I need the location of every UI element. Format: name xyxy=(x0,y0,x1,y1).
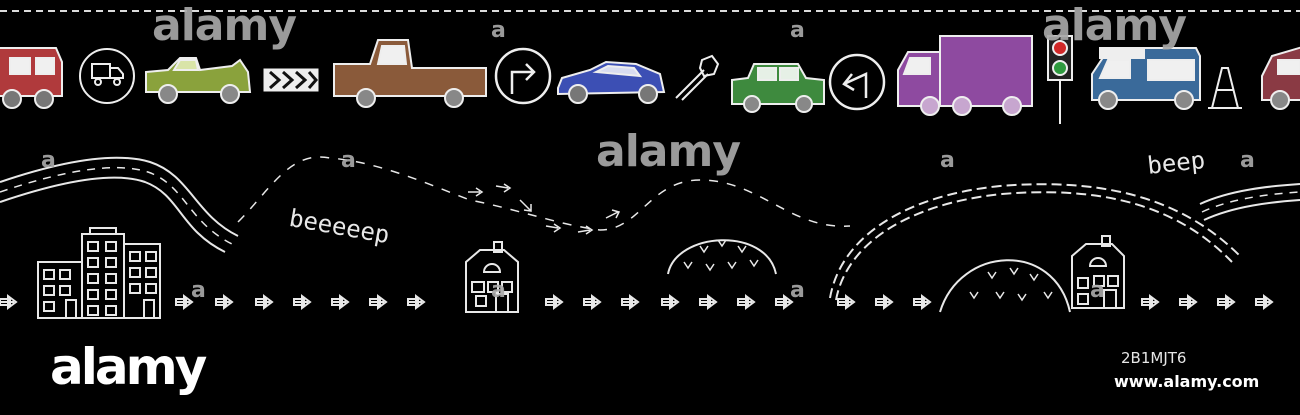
watermark-small: a xyxy=(341,148,356,173)
arrow-icon xyxy=(837,298,849,306)
watermark-small: a xyxy=(491,18,506,43)
watermark-small: a xyxy=(790,278,805,303)
arrow-icon xyxy=(1179,298,1191,306)
watermark-small: a xyxy=(1240,148,1255,173)
watermark: alamy xyxy=(1042,0,1187,51)
watermark-small: a xyxy=(41,148,56,173)
apartment-building-icon xyxy=(37,227,161,319)
watermark-small: a xyxy=(1090,278,1105,303)
arrow-icon xyxy=(622,294,640,310)
arrow-icon xyxy=(1180,294,1198,310)
arrow-icon xyxy=(0,298,11,306)
arrow-icon xyxy=(0,294,18,310)
arrow-icon xyxy=(256,294,274,310)
arrow-icon xyxy=(176,294,194,310)
watermark: alamy xyxy=(596,126,741,177)
delivery-truck-sign-icon xyxy=(79,48,135,104)
watermark-small: a xyxy=(191,278,206,303)
arrow-icon xyxy=(255,298,267,306)
arrow-icon xyxy=(1142,294,1160,310)
watermark-small: a xyxy=(790,18,805,43)
flower-hill-icon xyxy=(667,239,777,275)
arrow-icon xyxy=(1141,298,1153,306)
arrow-icon xyxy=(914,294,932,310)
arrow-icon xyxy=(584,294,602,310)
arrow-icon xyxy=(876,294,894,310)
arrow-icon xyxy=(545,298,557,306)
flower-hill-icon xyxy=(939,259,1071,313)
arrow-icon xyxy=(738,294,756,310)
watermark: alamy xyxy=(152,0,297,51)
arrow-icon xyxy=(215,298,227,306)
green-car-icon xyxy=(731,63,825,113)
box-truck-icon xyxy=(897,35,1033,116)
arrow-icon xyxy=(1218,294,1236,310)
traffic-light-icon xyxy=(1047,35,1073,124)
turn-right-sign-icon xyxy=(494,47,552,105)
arrow-icon xyxy=(583,298,595,306)
arrow-icon xyxy=(369,298,381,306)
maroon-car-icon xyxy=(1261,46,1300,110)
watermark-small: a xyxy=(491,278,506,303)
arrow-icon xyxy=(1217,298,1229,306)
arrow-icon xyxy=(1256,294,1274,310)
arrow-icon xyxy=(175,298,187,306)
arrow-icon xyxy=(468,183,621,235)
house-icon xyxy=(465,241,519,313)
arrow-icon xyxy=(775,298,787,306)
arrow-icon xyxy=(370,294,388,310)
van-icon xyxy=(0,47,63,109)
arrow-icon xyxy=(838,294,856,310)
arrow-icon xyxy=(913,298,925,306)
arrow-row xyxy=(0,294,1274,310)
arrow-icon xyxy=(216,294,234,310)
arrow-icon xyxy=(293,298,305,306)
image-id: 2B1MJT6 xyxy=(1121,349,1187,367)
house-icon xyxy=(1071,235,1125,309)
traffic-cone-icon xyxy=(1208,67,1242,109)
arrow-icon xyxy=(662,294,680,310)
turn-left-sign-icon xyxy=(828,53,886,111)
arrow-icon xyxy=(875,298,887,306)
arrow-icon xyxy=(408,294,426,310)
arrow-icon xyxy=(661,298,673,306)
arrow-icon xyxy=(737,298,749,306)
pickup-truck-icon xyxy=(333,39,487,108)
arrow-icon xyxy=(546,294,564,310)
arrow-icon xyxy=(407,298,419,306)
watermark-small: a xyxy=(940,148,955,173)
beep-short-text: beep xyxy=(1146,145,1207,180)
road-icon xyxy=(0,156,1300,301)
arrow-icon xyxy=(332,294,350,310)
convertible-car-icon xyxy=(145,57,252,104)
arrow-icon xyxy=(621,298,633,306)
alamy-logo: alamy xyxy=(50,338,207,396)
wrench-icon xyxy=(675,54,720,101)
arrow-icon xyxy=(700,294,718,310)
camper-van-icon xyxy=(1091,47,1201,110)
chevron-arrows-sign-icon xyxy=(263,68,319,92)
arrow-icon xyxy=(1255,298,1267,306)
arrow-icon xyxy=(699,298,711,306)
arrow-icon xyxy=(294,294,312,310)
arrow-icon xyxy=(331,298,343,306)
sports-car-icon xyxy=(557,60,666,104)
arrow-icon xyxy=(776,294,794,310)
site-url: www.alamy.com xyxy=(1114,372,1260,391)
